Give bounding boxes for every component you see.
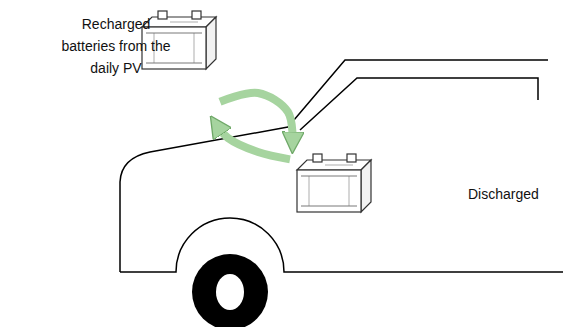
- windshield-line: [288, 60, 548, 127]
- wheel-hub: [216, 274, 244, 310]
- battery-label: Discharged: [468, 183, 553, 205]
- battery-node: Discharged: [290, 145, 555, 217]
- window-line: [300, 78, 538, 130]
- car-body-outline: [120, 127, 288, 272]
- wheel: [192, 254, 268, 327]
- swap-arrow: [220, 93, 293, 145]
- battery-symbol: [297, 154, 371, 212]
- battery-symbol: [295, 148, 373, 214]
- battery-node: Recharged batteries from the daily PV: [60, 5, 220, 123]
- battery-label: Recharged batteries from the daily PV: [60, 13, 172, 79]
- sill-line: [120, 218, 563, 272]
- swap-arrow: [215, 123, 290, 159]
